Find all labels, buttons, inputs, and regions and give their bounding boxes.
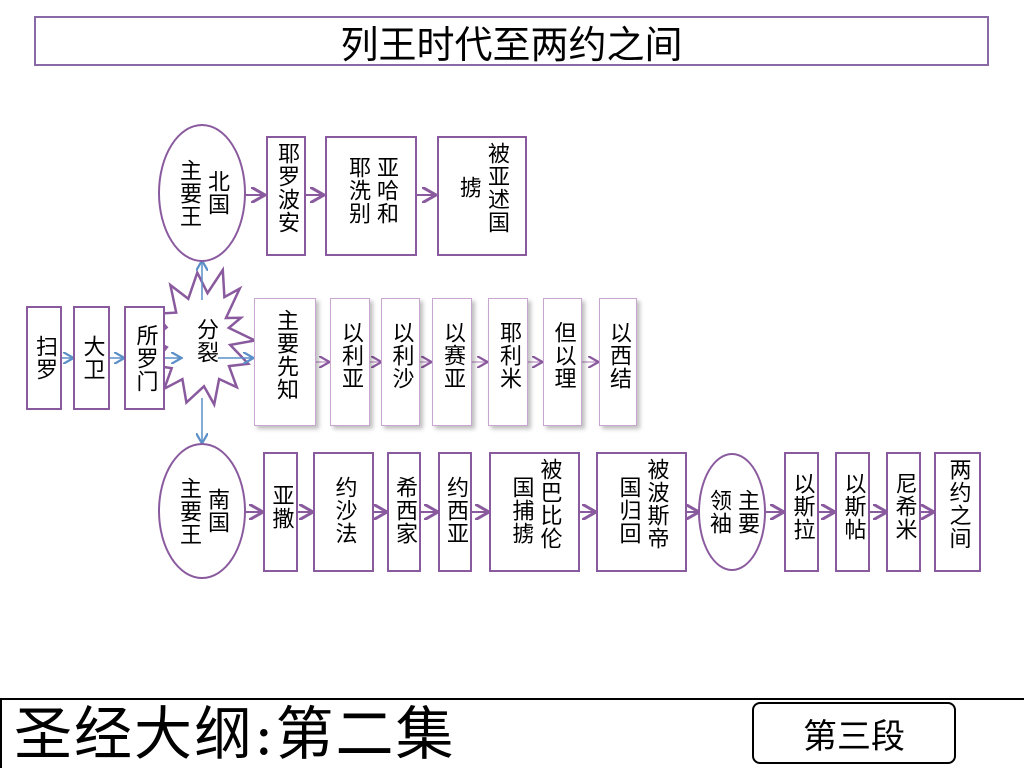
- south-exile-label: 被巴比伦: [536, 458, 562, 550]
- prophet-node: 以利亚: [330, 298, 370, 426]
- south-king-label: 约西亚: [443, 476, 468, 545]
- prophet-label: 以利亚: [338, 321, 363, 390]
- south-main-kings-label: 主要王: [176, 476, 201, 546]
- south-king-node: 亚撒: [263, 452, 298, 572]
- south-kingdom-ellipse: 南国 主要王: [158, 443, 246, 579]
- north-exile-label: 掳: [456, 176, 481, 199]
- footer-bar: [0, 698, 1024, 768]
- prophets-heading-label: 主要先知: [273, 309, 298, 401]
- page-title: 列王时代至两约之间: [34, 16, 989, 67]
- prophet-label: 以西结: [606, 321, 631, 390]
- prophet-node: 以西结: [599, 298, 637, 426]
- leader-node: 尼希米: [886, 452, 921, 572]
- king-solomon-label: 所罗门: [132, 323, 158, 393]
- prophet-node: 以利沙: [381, 298, 420, 426]
- north-king-node: 耶罗波安: [266, 136, 306, 256]
- split-label-wrap: 分裂: [190, 318, 220, 364]
- split-label: 分裂: [193, 318, 218, 364]
- south-exile-label: 国捕掳: [508, 476, 534, 545]
- north-king-label: 亚哈和: [373, 156, 398, 225]
- prophet-label: 耶利米: [496, 321, 521, 390]
- prophet-label: 但以理: [550, 321, 576, 390]
- intertestamental-node: 两约之间: [934, 452, 981, 572]
- leader-label: 以斯拉: [789, 472, 815, 541]
- south-king-node: 约西亚: [438, 452, 472, 572]
- leader-label: 以斯帖: [840, 472, 866, 541]
- south-king-node: 约沙法: [313, 452, 374, 572]
- north-king-label: 耶罗波安: [274, 142, 299, 234]
- leaders-ellipse: 主要 领袖: [698, 453, 766, 571]
- leader-node: 以斯帖: [835, 452, 870, 572]
- north-king-label: 耶洗别: [345, 156, 370, 225]
- south-return-node: 被波斯帝 国归回: [596, 452, 687, 572]
- south-king-label: 亚撒: [268, 484, 294, 530]
- series-title: 圣经大纲:第二集: [14, 700, 456, 768]
- north-king-node: 亚哈和 耶洗别: [325, 136, 417, 256]
- south-king-node: 希西家: [387, 452, 421, 572]
- north-kingdom-ellipse: 北国 主要王: [158, 124, 246, 262]
- leader-label: 尼希米: [891, 472, 917, 541]
- connector-layer: [62, 0, 1024, 698]
- leader-node: 以斯拉: [784, 452, 819, 572]
- king-david-node: 大卫: [73, 306, 110, 410]
- north-main-kings-label: 主要王: [176, 158, 201, 228]
- king-saul-node: 扫罗: [26, 306, 62, 410]
- south-return-label: 国归回: [615, 476, 641, 545]
- king-solomon-node: 所罗门: [124, 306, 165, 410]
- south-kingdom-label: 南国: [204, 488, 229, 534]
- king-david-label: 大卫: [79, 335, 105, 381]
- prophets-heading-node: 主要先知: [254, 298, 316, 426]
- king-saul-label: 扫罗: [32, 335, 57, 381]
- prophet-label: 以赛亚: [440, 321, 465, 390]
- south-king-label: 希西家: [392, 476, 417, 545]
- south-king-label: 约沙法: [331, 476, 357, 545]
- leaders-label: 领袖: [706, 489, 731, 535]
- north-exile-node: 被亚述国 掳: [437, 136, 527, 256]
- north-exile-label: 被亚述国: [484, 142, 509, 234]
- prophet-node: 以赛亚: [432, 298, 472, 426]
- prophet-node: 但以理: [543, 298, 582, 426]
- south-return-label: 被波斯帝: [643, 458, 669, 550]
- prophet-node: 耶利米: [488, 298, 528, 426]
- section-label: 第三段: [752, 702, 956, 764]
- south-exile-node: 被巴比伦 国捕掳: [489, 452, 580, 572]
- intertestamental-label: 两约之间: [945, 458, 971, 550]
- leaders-label: 主要: [734, 489, 759, 535]
- prophet-label: 以利沙: [388, 321, 414, 390]
- north-kingdom-label: 北国: [204, 170, 229, 216]
